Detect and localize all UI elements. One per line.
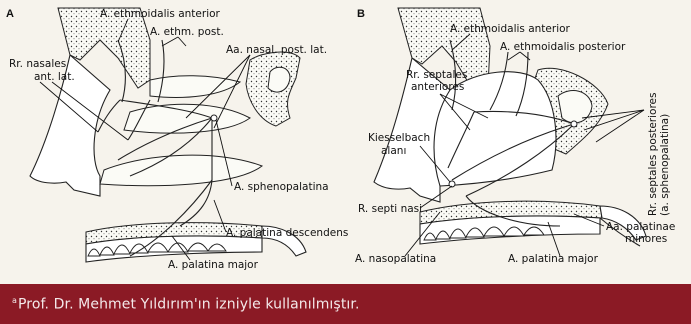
panel-b-letter: B bbox=[357, 8, 365, 20]
label-ethmoidalis-anterior-a: A. ethmoidalis anterior bbox=[100, 8, 221, 20]
label-septales-anteriores-line2: anteriores bbox=[411, 81, 464, 93]
label-palatinae-minores-line2: minores bbox=[625, 233, 667, 245]
label-kiesselbach-line1: Kiesselbach bbox=[368, 132, 430, 144]
panel-a: A bbox=[6, 8, 348, 271]
label-nasales-ant-lat-line2: ant. lat. bbox=[34, 71, 75, 83]
panel-b: B bbox=[355, 8, 675, 265]
label-palatina-descendens-a: A. palatina descendens bbox=[226, 227, 348, 239]
label-sphenopalatina-a: A. sphenopalatina bbox=[234, 181, 329, 193]
label-kiesselbach-line2: alanı bbox=[381, 145, 406, 157]
label-septales-posteriores-line2: (a. sphenopalatina) bbox=[659, 114, 671, 216]
caption: aProf. Dr. Mehmet Yıldırım'ın izniyle ku… bbox=[0, 296, 360, 313]
label-septales-posteriores-line1: Rr. septales posteriores bbox=[647, 93, 659, 216]
label-palatina-major-a: A. palatina major bbox=[168, 259, 259, 271]
caption-superscript: a bbox=[12, 296, 17, 305]
label-nasales-ant-lat-line1: Rr. nasales bbox=[9, 58, 66, 70]
caption-text: Prof. Dr. Mehmet Yıldırım'ın izniyle kul… bbox=[18, 296, 360, 312]
label-nasal-post-lat-a: Aa. nasal. post. lat. bbox=[226, 44, 327, 56]
panel-b-sphenoid-sinus bbox=[558, 91, 592, 123]
label-septales-anteriores-line1: Rr. septales bbox=[406, 69, 467, 81]
panel-a-middle-concha bbox=[124, 104, 250, 133]
panel-b-sphenopalatine-foramen bbox=[571, 121, 577, 127]
label-palatina-major-b: A. palatina major bbox=[508, 253, 599, 265]
label-palatinae-minores-line1: Aa. palatinae bbox=[606, 221, 675, 233]
panel-a-letter: A bbox=[6, 8, 14, 20]
anatomy-figure: A bbox=[0, 0, 691, 284]
label-nasopalatina-b: A. nasopalatina bbox=[355, 253, 436, 265]
label-ethmoidalis-anterior-b: A. ethmoidalis anterior bbox=[450, 23, 571, 35]
label-ethmoidalis-posterior-b: A. ethmoidalis posterior bbox=[500, 41, 626, 53]
caption-bar: aProf. Dr. Mehmet Yıldırım'ın izniyle ku… bbox=[0, 284, 691, 324]
label-ethm-post-a: A. ethm. post. bbox=[150, 26, 224, 38]
label-septi-nasi-b: R. septi nasi bbox=[358, 203, 422, 215]
panel-a-superior-concha bbox=[150, 76, 240, 98]
nasal-arteries-illustration: A bbox=[0, 0, 691, 284]
